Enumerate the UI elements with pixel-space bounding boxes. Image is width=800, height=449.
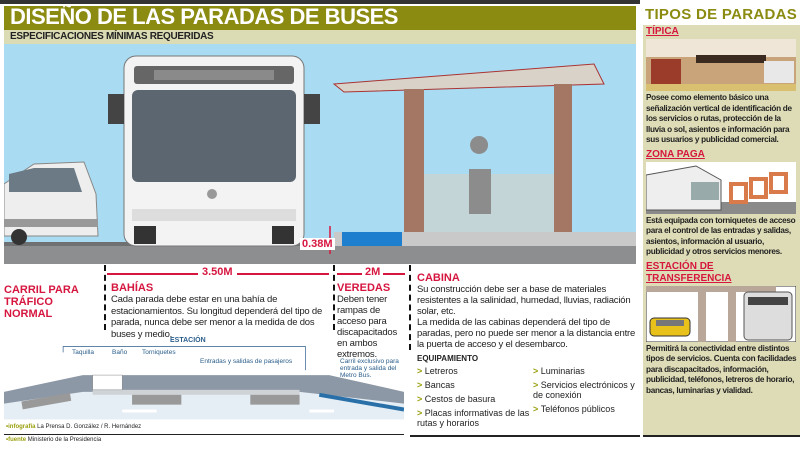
label-entrances: Entradas y salidas de pasajeros <box>200 358 293 365</box>
sidewalks-title: VEREDAS <box>337 282 391 294</box>
lane-title: CARRIL PARA TRÁFICO NORMAL <box>4 284 79 320</box>
type-typical-title: TÍPICA <box>646 26 679 37</box>
type-typical-text: Posee como elemento básico una señalizac… <box>646 93 792 144</box>
bay-width-label: 3.50M <box>198 266 237 278</box>
type-paid-zone-title: ZONA PAGA <box>646 148 705 160</box>
divider <box>409 265 411 350</box>
station-plan-diagram <box>4 346 404 420</box>
label-turnstiles: Torniquetes <box>142 349 176 356</box>
title-bar <box>4 6 636 30</box>
cabin-text-1: Su construcción debe ser a base de mater… <box>417 284 631 317</box>
divider <box>4 434 404 435</box>
sidewalk-width-label: 2M <box>362 266 384 278</box>
equipment-item: > Bancas <box>417 380 455 390</box>
label-exclusive-lane: Carril exclusivo para entrada y salida d… <box>340 358 399 379</box>
station-title: ESTACIÓN <box>170 337 206 344</box>
credit-source: •fuente Ministerio de la Presidencia <box>6 437 102 443</box>
divider <box>333 265 335 330</box>
cabin-title: CABINA <box>417 272 460 284</box>
equipment-item: > Luminarias <box>533 366 585 376</box>
equipment-title: EQUIPAMIENTO <box>417 354 479 363</box>
divider <box>104 265 106 330</box>
street-scene-illustration <box>4 44 636 264</box>
bays-title: BAHÍAS <box>111 282 154 294</box>
equipment-item: > Cestos de basura <box>417 394 496 404</box>
top-rule <box>0 0 800 4</box>
typical-stop-photo <box>646 39 796 91</box>
panel-header-bg <box>643 0 800 25</box>
page-title: DISEÑO DE LAS PARADAS DE BUSES <box>10 4 398 29</box>
stop-types-title: TIPOS DE PARADAS <box>645 6 798 23</box>
equipment-item: > Servicios electrónicos y de conexión <box>533 380 635 400</box>
label-bathroom: Baño <box>112 349 128 356</box>
type-transfer-station-text: Permitirá la conectividad entre distinto… <box>646 343 797 395</box>
subtitle-bar <box>4 30 636 44</box>
type-transfer-station-title: ESTACIÓN DE TRANSFERENCIA <box>646 260 732 284</box>
stop-types-list: TÍPICA Posee como elemento básico una se… <box>646 26 798 399</box>
credit-infographic: •infografía La Prensa D. González / R. H… <box>6 424 142 430</box>
equipment-item: > Teléfonos públicos <box>533 404 615 414</box>
car-illustration <box>4 161 99 245</box>
divider <box>643 435 800 437</box>
page-subtitle: ESPECIFICACIONES MÍNIMAS REQUERIDAS <box>10 31 214 42</box>
divider <box>410 435 640 437</box>
bus-front-illustration <box>108 55 320 247</box>
cabin-section: CABINA Su construcción debe ser a base d… <box>417 272 639 428</box>
transfer-station-illustration <box>646 285 796 342</box>
bus-shelter-illustration <box>332 63 605 232</box>
ramp <box>342 232 402 246</box>
equipment-item: > Letreros <box>417 366 458 376</box>
paid-zone-illustration <box>646 161 796 214</box>
cabin-text-2: La medida de las cabinas dependerá del t… <box>417 317 636 350</box>
type-paid-zone-text: Está equipada con torniquetes de acceso … <box>646 215 796 257</box>
label-ticket-office: Taquilla <box>72 349 95 356</box>
bays-text: Cada parada debe estar en una bahía de e… <box>111 294 323 340</box>
equipment-item: > Placas informativas de las rutas y hor… <box>417 408 530 428</box>
equipment-list: > Letreros > Bancas > Cestos de basura >… <box>417 366 639 428</box>
curb-height-label: 0.38M <box>300 238 335 250</box>
sidewalks-text: Deben tener rampas de acceso para discap… <box>337 294 398 360</box>
